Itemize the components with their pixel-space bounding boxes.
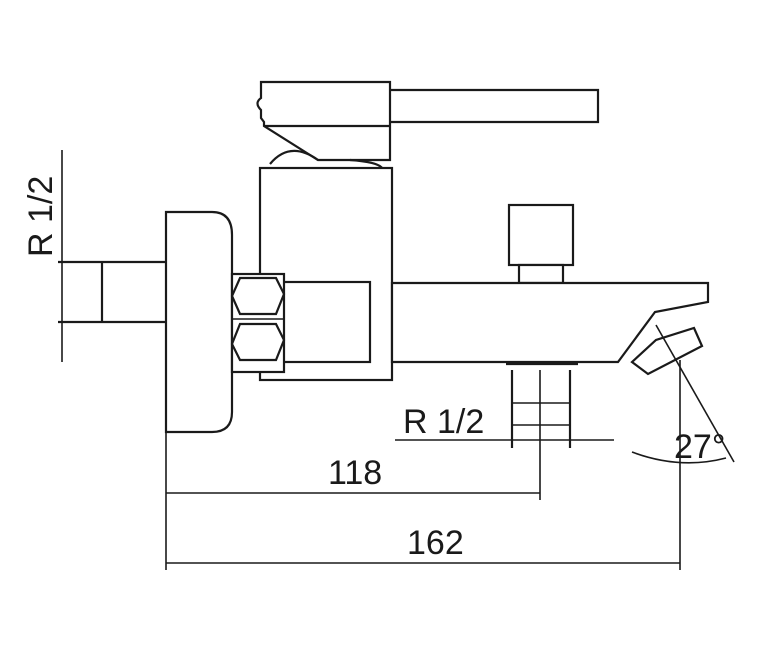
outlet-pipe [506,362,578,500]
inlet-thread-label: R 1/2 [22,176,60,257]
dimension-lines [165,324,735,570]
lever-handle [256,80,600,169]
diverter-knob [507,203,575,285]
dim-162-label: 162 [407,524,464,562]
angle-label: 27° [674,428,725,466]
outlet-thread-label: R 1/2 [403,403,484,441]
dim-118-label: 118 [328,454,382,492]
wall-flange [164,210,234,434]
bath-spout [390,281,710,376]
inlet-pipe [58,150,166,362]
hex-nut [230,272,286,374]
